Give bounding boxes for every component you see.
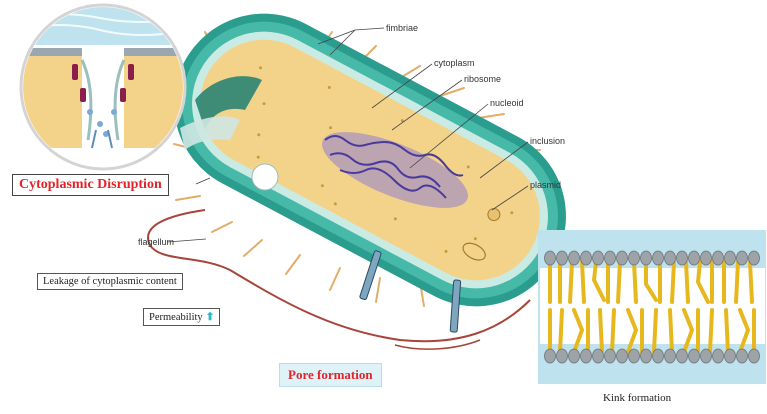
up-arrow-icon: ⬆ (206, 311, 215, 323)
permeability-label: Permeability⬆ (143, 308, 220, 326)
label-plasmid: plasmid (530, 180, 561, 190)
label-fimbriae: fimbriae (386, 23, 418, 33)
kink-formation-label: Kink formation (603, 392, 671, 404)
pore-formation-label: Pore formation (279, 363, 382, 387)
label-flagellum: flagellum (138, 237, 174, 247)
magnified-membrane-inset (20, 5, 190, 169)
permeability-text: Permeability (149, 312, 203, 323)
label-ribosome: ribosome (464, 74, 501, 84)
pore-hole (252, 164, 278, 190)
label-nucleoid: nucleoid (490, 98, 524, 108)
label-cytoplasm: cytoplasm (434, 58, 475, 68)
leakage-label: Leakage of cytoplasmic content (37, 273, 183, 290)
cytoplasmic-disruption-label: Cytoplasmic Disruption (12, 174, 169, 196)
label-inclusion: inclusion (530, 136, 565, 146)
kink-membrane-inset (538, 230, 766, 384)
